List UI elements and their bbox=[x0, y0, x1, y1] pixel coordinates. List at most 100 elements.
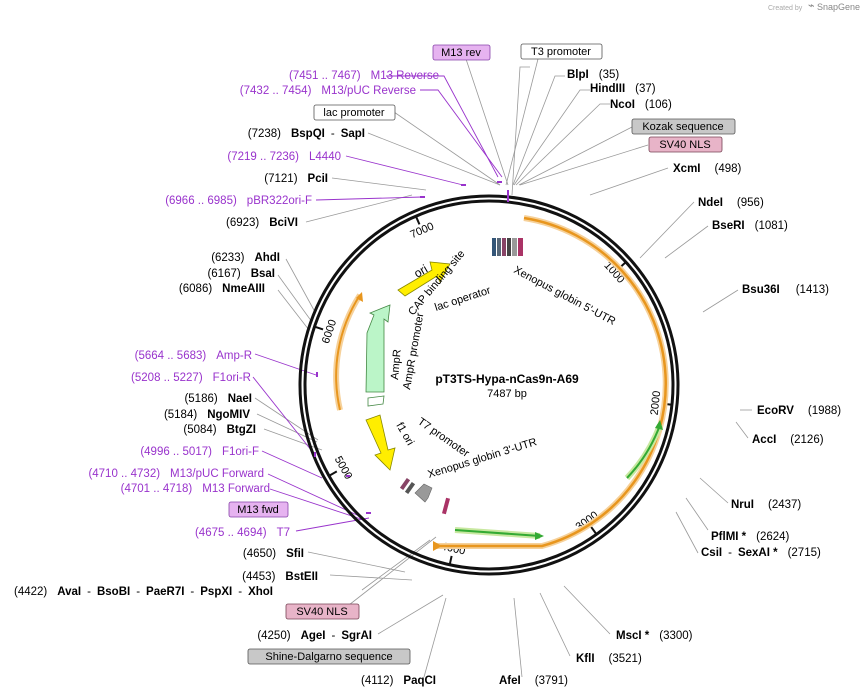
site-sexai-pos: (2715) bbox=[788, 547, 821, 559]
site-afei-pos: (3791) bbox=[535, 675, 568, 687]
site-xcmi-name: XcmI bbox=[673, 163, 701, 175]
svg-text:XcmI(498): XcmI (498) bbox=[673, 163, 742, 175]
site-ahdi-pos: (6233) bbox=[211, 252, 244, 264]
primer-l4440-range: (7219 .. 7236) bbox=[227, 151, 299, 163]
backbone-outer-circle bbox=[298, 194, 680, 576]
site-bspqi-sep: - bbox=[331, 128, 335, 140]
primer-m13-reverse-name: M13 Reverse bbox=[371, 70, 439, 82]
svg-text:(7451 .. 7467)M13 Reverse: (7451 .. 7467)M13 Reverse bbox=[289, 70, 439, 82]
site-ecorv-pos: (1988) bbox=[808, 405, 841, 417]
svg-text:(5208 .. 5227)F1ori-R: (5208 .. 5227)F1ori-R bbox=[131, 372, 251, 384]
svg-text:(4710 .. 4732)M13/pUC Forward: (4710 .. 4732)M13/pUC Forward bbox=[88, 468, 264, 480]
site-blpi-name: BlpI bbox=[567, 69, 589, 81]
site-nmeaiii-name: NmeAIII bbox=[222, 283, 265, 295]
site-paer7i-name: PaeR7I bbox=[146, 586, 184, 598]
svg-text:(4650)SfiI: (4650)SfiI bbox=[243, 548, 304, 560]
svg-text:(7121)PciI: (7121)PciI bbox=[264, 173, 328, 185]
site-ahdi-name: AhdI bbox=[254, 252, 280, 264]
site-pflmi-name: PflMI * bbox=[711, 531, 747, 543]
tick-mark-6000 bbox=[315, 325, 324, 331]
site-agei-pos: (4250) bbox=[257, 630, 290, 642]
svg-text:(5186)NaeI: (5186)NaeI bbox=[184, 393, 252, 405]
site-bsteii-pos: (4453) bbox=[242, 571, 275, 583]
boxed-sv40-nls-bottom: SV40 NLS bbox=[285, 603, 360, 620]
primer-l4440-name: L4440 bbox=[309, 151, 341, 163]
tick-label-2000: 2000 bbox=[649, 390, 664, 416]
site-labels-left: (4112)PaqCI (4250)AgeI-SgrAI (4422)AvaI-… bbox=[14, 128, 436, 687]
left-orange-arc bbox=[335, 294, 361, 411]
ampr-label: AmpR bbox=[389, 349, 404, 381]
site-msci-pos: (3300) bbox=[659, 630, 692, 642]
boxed-m13-fwd: M13 fwd bbox=[228, 501, 289, 518]
site-blpi-pos: (35) bbox=[599, 69, 620, 81]
svg-text:PflMI *(2624): PflMI *(2624) bbox=[711, 531, 790, 543]
tick-label-7000: 7000 bbox=[409, 220, 436, 241]
site-bspqi-name: BspQI bbox=[291, 128, 325, 140]
primer-m13puc-reverse-range: (7432 .. 7454) bbox=[240, 85, 312, 97]
site-pcii-pos: (7121) bbox=[264, 173, 297, 185]
lower-green-arrowhead-icon bbox=[535, 532, 544, 540]
site-msci-name: MscI * bbox=[616, 630, 650, 642]
svg-text:(6923)BciVI: (6923)BciVI bbox=[226, 217, 298, 229]
primer-m13-forward-name: M13 Forward bbox=[202, 483, 270, 495]
svg-text:(4675 .. 4694)T7: (4675 .. 4694)T7 bbox=[195, 527, 290, 539]
backbone-inner-circle bbox=[303, 199, 675, 571]
svg-text:(6966 .. 6985)pBR322ori-F: (6966 .. 6985)pBR322ori-F bbox=[165, 195, 312, 207]
svg-text:Bsu36I(1413): Bsu36I(1413) bbox=[742, 284, 829, 296]
svg-text:(6086)NmeAIII: (6086)NmeAIII bbox=[179, 283, 265, 295]
site-sfii-pos: (4650) bbox=[243, 548, 276, 560]
site-paqci-pos: (4112) bbox=[361, 675, 394, 687]
site-nrui-pos: (2437) bbox=[768, 499, 801, 511]
watermark-brand: SnapGene bbox=[817, 2, 860, 12]
boxed-shine-dalgarno: Shine-Dalgarno sequence bbox=[247, 648, 411, 665]
left-orange-arc-halo bbox=[333, 293, 363, 411]
primer-m13-forward-range: (4701 .. 4718) bbox=[121, 483, 193, 495]
boxed-kozak-sequence: Kozak sequence bbox=[631, 118, 736, 135]
svg-text:(4453)BstEII: (4453)BstEII bbox=[242, 571, 318, 583]
svg-text:(7219 .. 7236)L4440: (7219 .. 7236) L4440 bbox=[227, 151, 341, 163]
primer-f1ori-r-range: (5208 .. 5227) bbox=[131, 372, 203, 384]
site-acci-pos: (2126) bbox=[790, 434, 823, 446]
t7-promoter-arrow-icon bbox=[414, 483, 433, 503]
site-xcmi-pos: (498) bbox=[715, 163, 742, 175]
boxed-t3-promoter: T3 promoter bbox=[520, 43, 603, 60]
site-bseri-pos: (1081) bbox=[755, 220, 788, 232]
svg-text:(4250)AgeI-SgrAI: (4250)AgeI-SgrAI bbox=[257, 630, 372, 642]
primer-m13puc-forward-name: M13/pUC Forward bbox=[170, 468, 264, 480]
site-agei-name: AgeI bbox=[301, 630, 326, 642]
site-bsai-pos: (6167) bbox=[207, 268, 240, 280]
site-labels-right: BlpI(35) HindIII(37) NcoI(106) XcmI(498)… bbox=[499, 69, 841, 687]
svg-text:NruI(2437): NruI (2437) bbox=[731, 499, 801, 511]
watermark-created-by: Created by bbox=[768, 5, 803, 12]
site-ndei-pos: (956) bbox=[737, 197, 764, 209]
site-afei-name: AfeI bbox=[499, 675, 521, 687]
svg-text:(7238)BspQI-SapI: (7238)BspQI-SapI bbox=[248, 128, 365, 140]
site-bsai-name: BsaI bbox=[251, 268, 275, 280]
tick-mark-3000 bbox=[590, 526, 597, 535]
site-sexai-name: SexAI * bbox=[738, 547, 778, 559]
svg-text:(6233)AhdI: (6233) AhdI bbox=[211, 252, 280, 264]
svg-text:CsiI-SexAI *(2715): CsiI-SexAI *(2715) bbox=[701, 547, 821, 559]
left-orange-arrowhead-icon bbox=[356, 292, 363, 302]
site-bseri-name: BseRI bbox=[712, 220, 745, 232]
site-sgrai-name: SgrAI bbox=[341, 630, 372, 642]
svg-text:AfeI(3791): AfeI (3791) bbox=[499, 675, 568, 687]
plasmid-size: 7487 bp bbox=[487, 388, 527, 400]
bottom-feature-cluster bbox=[314, 196, 451, 515]
plasmid-name: pT3TS-Hypa-nCas9n-A69 bbox=[435, 372, 579, 386]
site-ngomiv-name: NgoMIV bbox=[207, 409, 250, 421]
svg-text:EcoRV(1988): EcoRV(1988) bbox=[757, 405, 841, 417]
snapgene-logo-icon: ⌁ bbox=[808, 0, 815, 12]
svg-text:(7432 .. 7454)M13/pUC Reverse: (7432 .. 7454)M13/pUC Reverse bbox=[240, 85, 416, 97]
svg-text:BseRI(1081): BseRI (1081) bbox=[712, 220, 788, 232]
f1-ori-label: f1 ori bbox=[393, 421, 416, 448]
tick-label-6000: 6000 bbox=[320, 318, 339, 345]
svg-text:Shine-Dalgarno sequence: Shine-Dalgarno sequence bbox=[265, 651, 392, 663]
site-xhoi-name: XhoI bbox=[248, 586, 273, 598]
site-ndei-name: NdeI bbox=[698, 197, 723, 209]
site-Arui-name: NruI bbox=[731, 499, 754, 511]
site-bcivi-pos: (6923) bbox=[226, 217, 259, 229]
svg-text:KflI(3521): KflI(3521) bbox=[576, 653, 642, 665]
svg-text:NdeI(956): NdeI (956) bbox=[698, 197, 764, 209]
svg-text:(4996 .. 5017)F1ori-F: (4996 .. 5017)F1ori-F bbox=[140, 446, 259, 458]
